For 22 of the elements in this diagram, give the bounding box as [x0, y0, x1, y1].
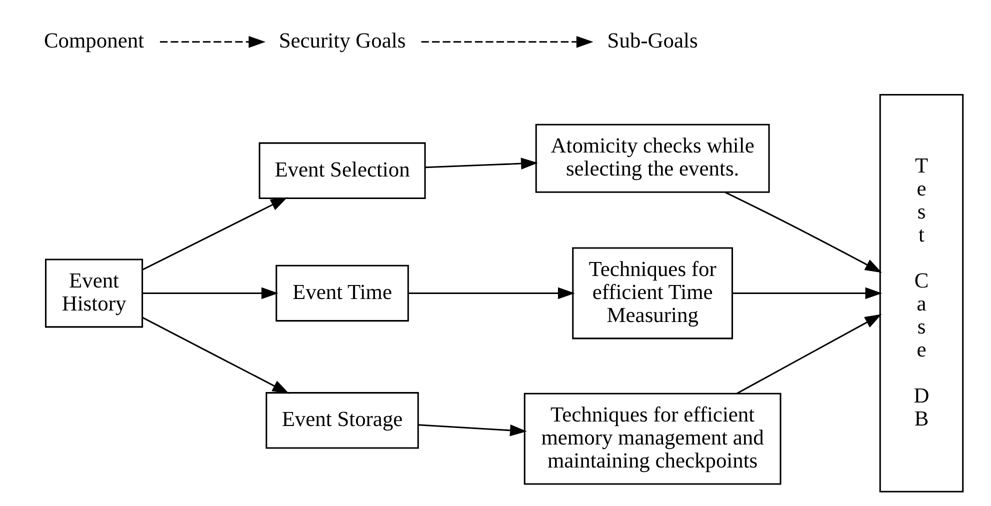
node-box: Event Storage [266, 392, 419, 449]
node-box: Event Time [276, 264, 409, 322]
node-box: Event Selection [258, 142, 426, 199]
arrow [425, 158, 538, 170]
node-box: Atomicity checks while selecting the events. [535, 124, 770, 193]
arrow [724, 192, 882, 273]
node-text: Component [44, 28, 144, 53]
arrow [421, 36, 594, 48]
node-box: Test Case DB [879, 94, 964, 492]
node-text: Sub-Goals [607, 28, 698, 53]
arrow [408, 287, 575, 300]
arrow [732, 287, 882, 300]
arrow [142, 317, 290, 394]
arrow [418, 424, 527, 436]
node-box: Event History [44, 258, 144, 328]
node-text: Security Goals [278, 28, 406, 53]
arrow [142, 287, 278, 300]
arrow [736, 314, 882, 394]
node-box: Techniques for efficient memory management and maintaining checkpoints [524, 392, 782, 485]
arrow [142, 197, 288, 270]
node-box: Techniques for efficient Time Measuring [572, 247, 734, 340]
arrow [160, 36, 266, 48]
